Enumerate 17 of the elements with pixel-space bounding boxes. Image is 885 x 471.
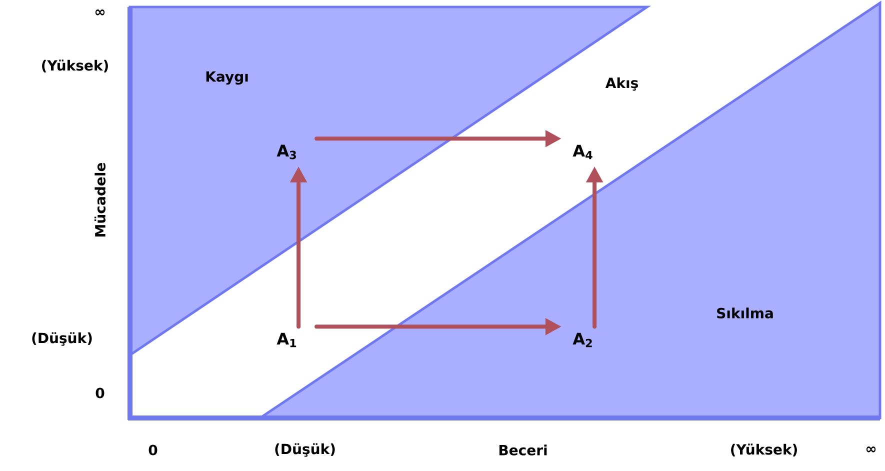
axis-label: ∞ [95, 9, 105, 16]
axis-label: 0 [96, 388, 104, 398]
region-label: Kaygı [206, 71, 248, 85]
state-label: A$_{3}$ [276, 144, 296, 160]
axis-label: ∞ [866, 446, 876, 452]
axis-label: 0 [148, 444, 158, 456]
state-label: A$_{2}$ [572, 332, 592, 348]
axis-label: (Yüksek) [731, 444, 797, 456]
region-label: Akış [605, 77, 638, 91]
axis-label: Beceri [499, 444, 547, 456]
axis-label: (Yüksek) [42, 60, 108, 72]
axis-title: Mücadele [94, 162, 106, 236]
axis-label: (Düşük) [275, 443, 335, 457]
region-label: Sıkılma [717, 308, 773, 318]
state-label: A$_{4}$ [572, 144, 592, 160]
state-label: A$_{1}$ [276, 332, 296, 348]
axis-label: (Düşük) [32, 332, 92, 346]
